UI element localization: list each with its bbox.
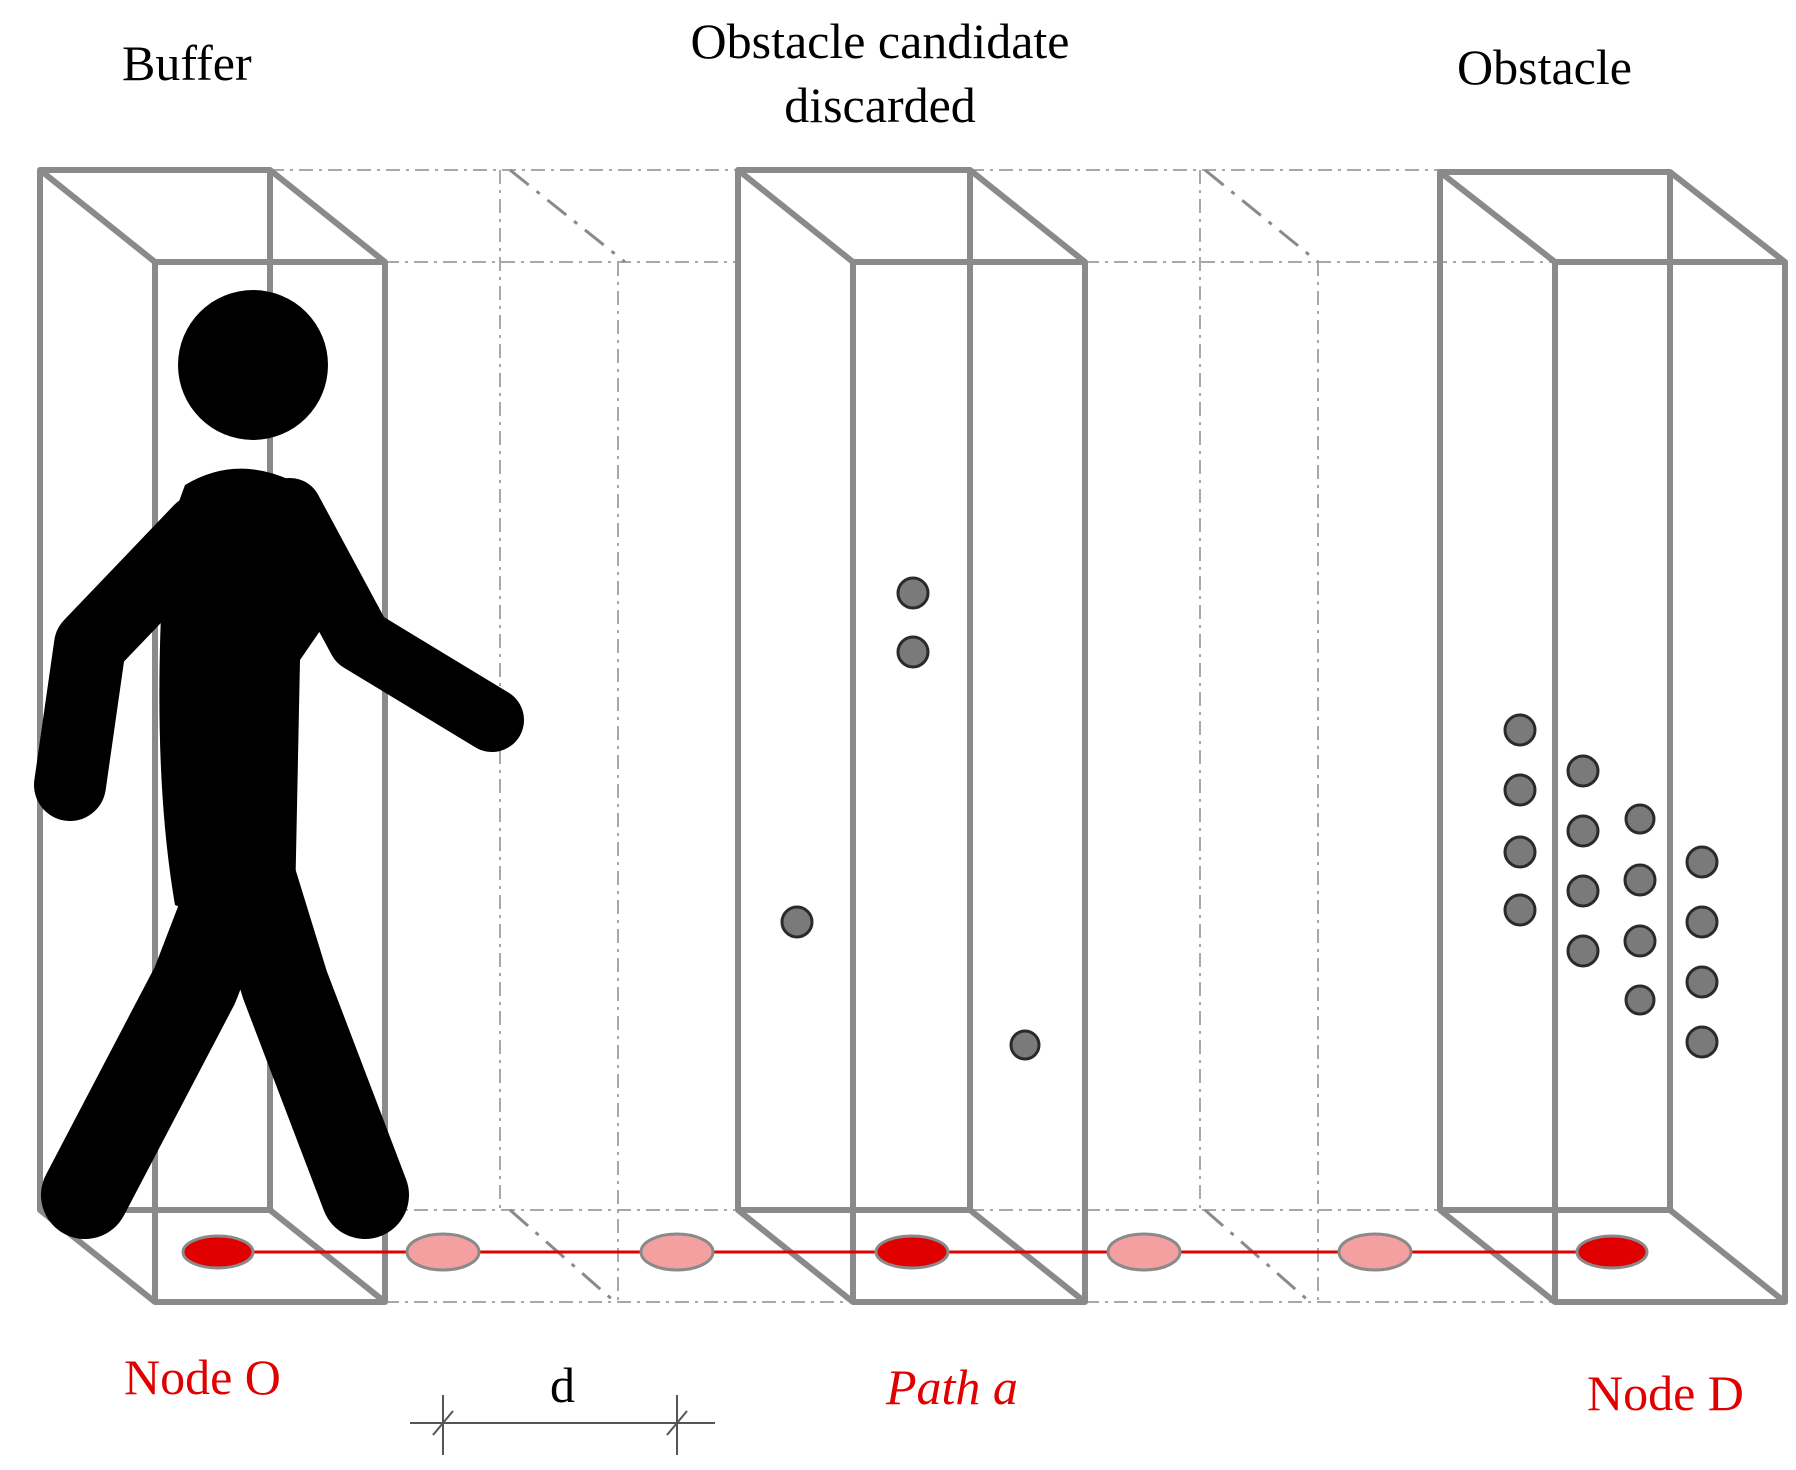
node-d-marker: [1575, 1234, 1649, 1270]
point: [780, 905, 814, 939]
pedestrian-icon: [34, 290, 524, 1239]
dashed-diagonals: [509, 168, 1319, 1304]
point: [1503, 893, 1537, 927]
point: [896, 635, 930, 669]
obstacle-label: Obstacle: [1457, 39, 1632, 95]
candidate-points: [780, 576, 1041, 1061]
node-o-marker: [181, 1234, 255, 1270]
point: [1623, 863, 1657, 897]
candidate-label-line2: discarded: [784, 77, 976, 133]
intermediate-node: [1106, 1232, 1182, 1272]
candidate-box: [735, 167, 1088, 1305]
path-nodes: [181, 1232, 1649, 1272]
intermediate-node: [639, 1232, 715, 1272]
point: [1623, 924, 1657, 958]
candidate-node-marker: [874, 1234, 950, 1270]
intermediate-node: [405, 1232, 481, 1272]
point: [1503, 773, 1537, 807]
intermediate-node: [1337, 1232, 1413, 1272]
buffer-label: Buffer: [122, 35, 252, 91]
point: [1685, 845, 1719, 879]
point: [896, 576, 930, 610]
point: [1624, 803, 1656, 835]
point: [1685, 905, 1719, 939]
point: [1503, 713, 1537, 747]
path-a-label: Path a: [886, 1359, 1018, 1415]
spacing-dimension: [410, 1395, 715, 1455]
point: [1503, 835, 1537, 869]
node-d-label: Node D: [1587, 1365, 1744, 1421]
point: [1566, 874, 1600, 908]
point: [1624, 984, 1656, 1016]
point: [1685, 1025, 1719, 1059]
point: [1566, 934, 1600, 968]
obstacle-box: [1437, 169, 1788, 1305]
point: [1566, 754, 1600, 788]
candidate-label-line1: Obstacle candidate: [690, 13, 1070, 69]
point: [1685, 965, 1719, 999]
point: [1566, 814, 1600, 848]
obstacle-points: [1503, 713, 1719, 1059]
point: [1009, 1029, 1041, 1061]
spacing-label: d: [550, 1357, 575, 1413]
node-o-label: Node O: [124, 1349, 281, 1405]
